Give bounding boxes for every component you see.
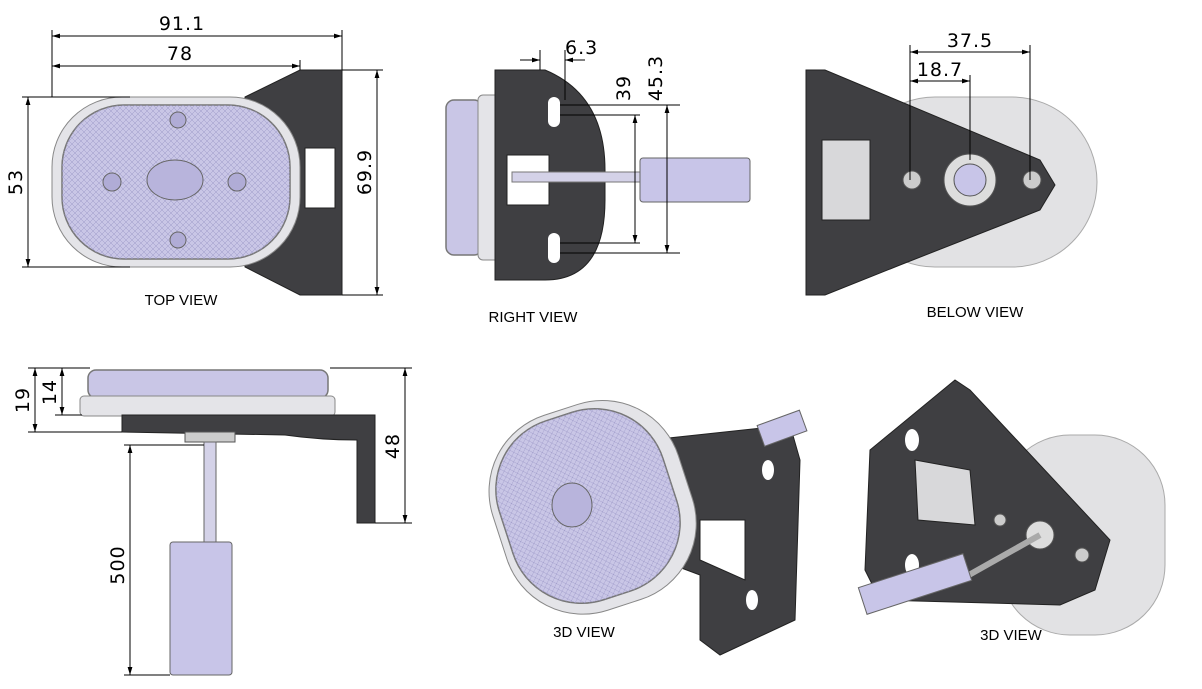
bracket-window [821, 139, 871, 221]
dim-outer-span: 37.5 [947, 30, 993, 52]
below-view: 37.5 18.7 BELOW VIEW [805, 30, 1098, 321]
dim-total-height: 19 [12, 387, 34, 413]
screw-right [1074, 547, 1090, 563]
screw-right [227, 172, 247, 192]
lens-center [551, 482, 593, 528]
iso-front-view: 3D VIEW [488, 400, 808, 656]
dim-hole-offset: 6.3 [565, 37, 598, 59]
tab-bottom [169, 231, 187, 249]
dim-lens-height: 53 [5, 169, 27, 195]
grommet [184, 431, 236, 443]
right-view: 6.3 39 45.3 RIGHT VIEW [445, 37, 751, 326]
dim-inner-span: 39 [613, 75, 635, 101]
below-view-label: BELOW VIEW [927, 304, 1025, 321]
cable-entry [953, 163, 987, 197]
screw-left [902, 170, 922, 190]
iso-front-label: 3D VIEW [553, 624, 616, 641]
screw-right [1022, 170, 1042, 190]
hole-top [762, 460, 774, 480]
side-view: 19 14 48 500 [12, 367, 412, 676]
cable [203, 441, 217, 543]
bracket-slot [304, 147, 336, 209]
screw-left [993, 513, 1007, 527]
top-view-label: TOP VIEW [145, 292, 219, 309]
cable [958, 532, 1042, 583]
dim-outer-span: 45.3 [645, 55, 667, 101]
lens-side [87, 369, 329, 399]
lens-rim [79, 395, 336, 417]
dim-bracket-height: 48 [382, 433, 404, 459]
dim-lens-width: 78 [167, 43, 193, 65]
iso-back-label: 3D VIEW [980, 627, 1043, 644]
cable [511, 171, 648, 183]
hole-bottom [746, 590, 758, 610]
tab-top [169, 111, 187, 129]
dim-cable-length: 500 [107, 545, 129, 584]
hole-top [548, 97, 560, 127]
bracket-slot [699, 519, 746, 581]
dim-overall-height: 69.9 [354, 149, 376, 195]
connector [857, 553, 973, 615]
dim-inner-span: 18.7 [917, 59, 963, 81]
screw-left [102, 172, 122, 192]
bracket [805, 69, 1056, 296]
dim-lens-height: 14 [39, 379, 61, 405]
top-view: 91.1 78 53 69.9 TOP VIEW [5, 13, 383, 309]
hole-bottom [548, 233, 560, 263]
connector [639, 157, 751, 203]
connector [756, 409, 808, 447]
iso-back-view: 3D VIEW [857, 379, 1166, 644]
dim-overall-width: 91.1 [159, 13, 205, 35]
connector [169, 541, 233, 676]
right-view-label: RIGHT VIEW [489, 309, 579, 326]
lens-side [445, 99, 483, 256]
hole-top [905, 429, 919, 451]
bracket-window [914, 459, 976, 526]
bracket [864, 379, 1111, 606]
bracket [121, 414, 376, 524]
lens-center [146, 159, 204, 201]
